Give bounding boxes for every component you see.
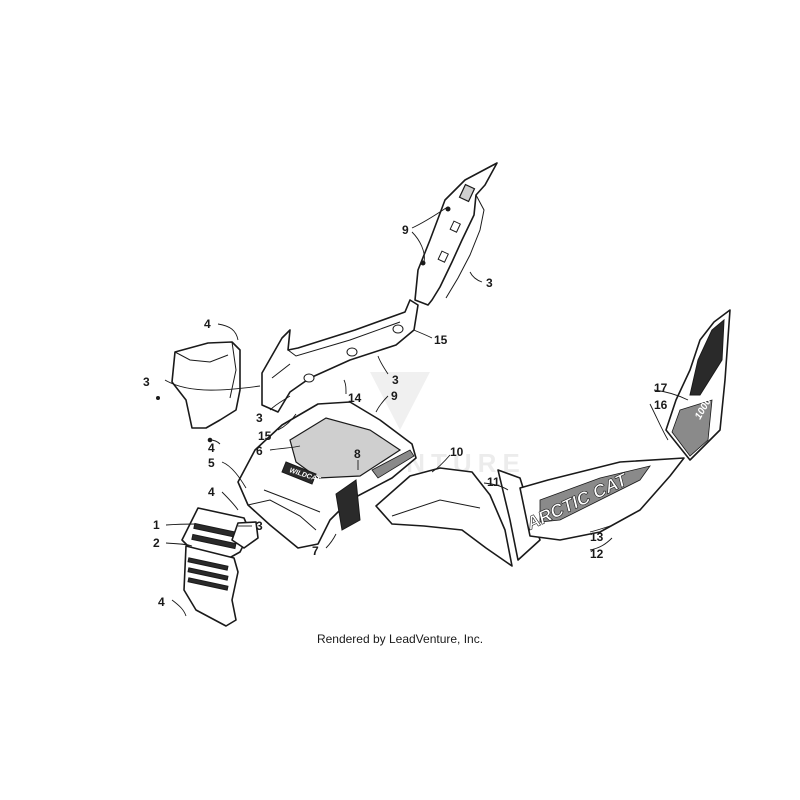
small-bracket xyxy=(231,521,259,549)
callout-1: 1 xyxy=(153,518,160,532)
callout-6: 6 xyxy=(256,444,263,458)
callout-15b: 15 xyxy=(258,429,272,443)
leader-lines xyxy=(164,207,689,617)
lower-front-grille xyxy=(181,507,251,627)
render-credit: Rendered by LeadVenture, Inc. xyxy=(316,632,484,646)
callout-2: 2 xyxy=(153,536,160,550)
upper-long-bracket xyxy=(261,299,419,413)
watermark-logo-icon xyxy=(370,372,430,430)
callout-5: 5 xyxy=(208,456,215,470)
callout-3c: 3 xyxy=(392,373,399,387)
callout-10: 10 xyxy=(450,445,464,459)
callout-7: 7 xyxy=(312,544,319,558)
hood-assembly: WILDCAT xyxy=(237,401,417,549)
callout-13: 13 xyxy=(590,530,604,544)
callout-3d: 3 xyxy=(256,411,263,425)
callout-4b: 4 xyxy=(208,441,215,455)
callout-4c: 4 xyxy=(208,485,215,499)
upper-rear-panel xyxy=(414,162,498,306)
callout-15a: 15 xyxy=(434,333,448,347)
right-upright-panel: 1000 xyxy=(665,309,731,461)
callout-16: 16 xyxy=(654,398,668,412)
callout-12: 12 xyxy=(590,547,604,561)
callout-17: 17 xyxy=(654,381,668,395)
side-panel: ARCTIC CAT xyxy=(375,457,685,567)
callout-4d: 4 xyxy=(158,595,165,609)
callout-3a: 3 xyxy=(486,276,493,290)
callout-3b: 3 xyxy=(143,375,150,389)
callout-14: 14 xyxy=(348,391,362,405)
front-grille-shell xyxy=(156,341,241,443)
callout-4a: 4 xyxy=(204,317,211,331)
callout-9a: 9 xyxy=(402,223,409,237)
callout-9b: 9 xyxy=(391,389,398,403)
callout-labels: 9 3 4 15 3 3 14 9 3 15 4 5 6 8 10 11 17 … xyxy=(143,223,668,609)
callout-8: 8 xyxy=(354,447,361,461)
callout-11: 11 xyxy=(487,475,500,489)
callout-3e: 3 xyxy=(256,519,263,533)
